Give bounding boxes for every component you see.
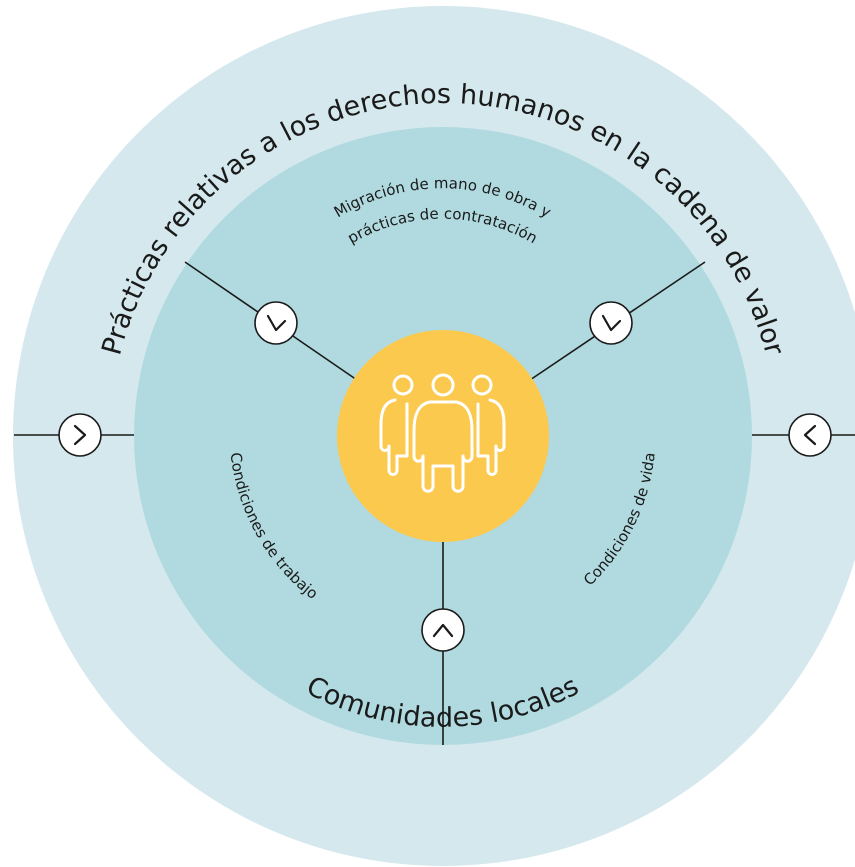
arrow-button-outer-right xyxy=(788,413,832,457)
chevron-right-icon xyxy=(73,424,87,446)
chevron-left-icon xyxy=(803,424,817,446)
arrow-button-outer-left xyxy=(58,413,102,457)
arrow-button-inner-bottom xyxy=(421,608,465,652)
arrow-button-inner-upper-right xyxy=(589,301,633,345)
chevron-down-icon xyxy=(601,314,622,332)
center-circle xyxy=(337,330,549,542)
arrow-button-inner-upper-left xyxy=(254,301,298,345)
chevron-up-icon xyxy=(432,623,454,638)
chevron-down-icon xyxy=(266,314,287,332)
people-group-icon xyxy=(379,373,506,493)
